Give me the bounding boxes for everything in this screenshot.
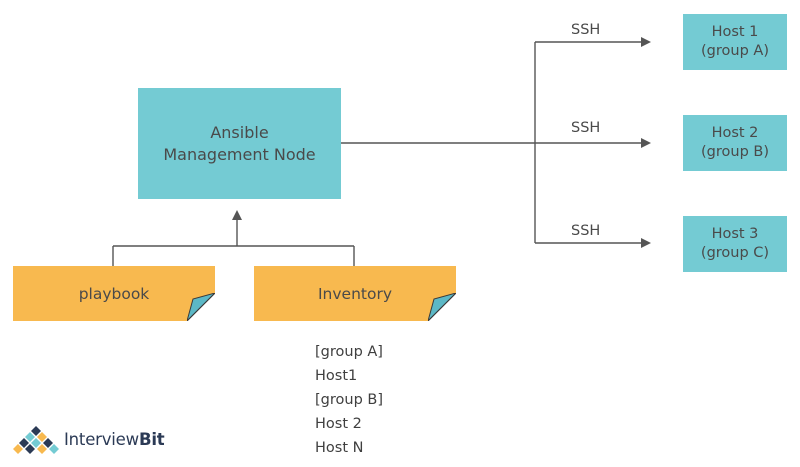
inventory-note: Inventory — [254, 266, 456, 321]
diamond-grid-icon — [13, 426, 59, 454]
playbook-note: playbook — [13, 266, 215, 321]
arrowhead-host1 — [641, 37, 651, 47]
mgmt-label-line2: Management Node — [163, 144, 316, 164]
arrowhead-host2 — [641, 138, 651, 148]
host-3-name: Host 3 — [711, 225, 759, 242]
ssh-label-host3: SSH — [571, 223, 601, 239]
page-fold-icon — [428, 293, 456, 321]
mgmt-label-line1: Ansible — [210, 123, 269, 143]
interviewbit-logo: InterviewBit — [12, 424, 165, 454]
playbook-label: playbook — [78, 284, 150, 303]
host-1-box: Host 1 (group A) — [683, 14, 787, 70]
inventory-line: Host 2 — [315, 416, 362, 432]
inventory-line: Host1 — [315, 368, 358, 384]
arrowhead-host3 — [641, 238, 651, 248]
inventory-line: [group B] — [315, 392, 383, 408]
host-2-box: Host 2 (group B) — [683, 115, 787, 171]
host-1-group: (group A) — [701, 43, 769, 59]
logo-text-part2: Bit — [138, 429, 165, 449]
page-fold-icon — [187, 293, 215, 321]
inventory-contents: [group A] Host1 [group B] Host 2 Host N — [315, 340, 383, 460]
host-3-group: (group C) — [700, 245, 770, 261]
host-3-box: Host 3 (group C) — [683, 216, 787, 272]
inventory-label: Inventory — [317, 284, 393, 303]
host-1-name: Host 1 — [711, 23, 759, 40]
ssh-label-host2: SSH — [571, 120, 601, 136]
ansible-management-node: Ansible Management Node — [138, 88, 341, 199]
ssh-label-host1: SSH — [571, 22, 601, 38]
host-2-name: Host 2 — [711, 124, 759, 141]
logo-wordmark: InterviewBit — [64, 429, 165, 449]
arrowhead-mgmt — [232, 210, 242, 220]
inventory-line: [group A] — [315, 344, 383, 360]
logo-text-part1: Interview — [64, 429, 139, 449]
inventory-line: Host N — [315, 440, 364, 456]
host-2-group: (group B) — [701, 144, 769, 160]
